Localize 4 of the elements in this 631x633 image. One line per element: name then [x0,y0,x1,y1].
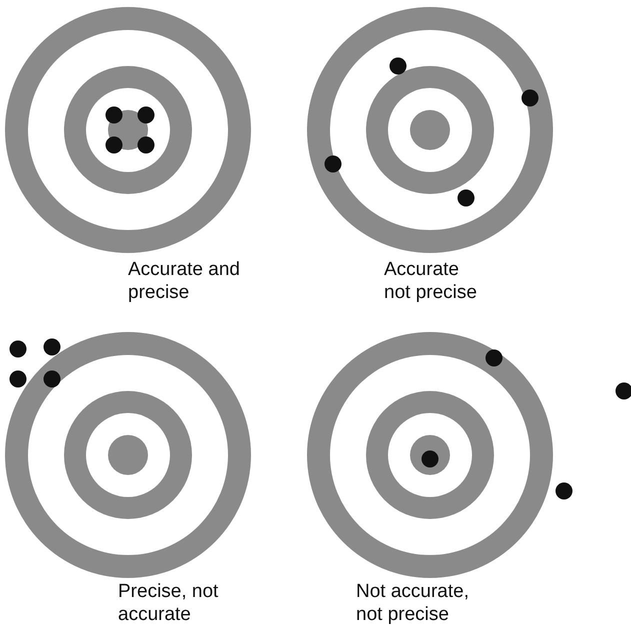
target-caption: Precise, not accurate [118,580,220,626]
target-caption: Accurate and precise [128,258,241,304]
target-caption: Not accurate, not precise [356,580,470,626]
target-caption: Accurate not precise [384,258,478,304]
